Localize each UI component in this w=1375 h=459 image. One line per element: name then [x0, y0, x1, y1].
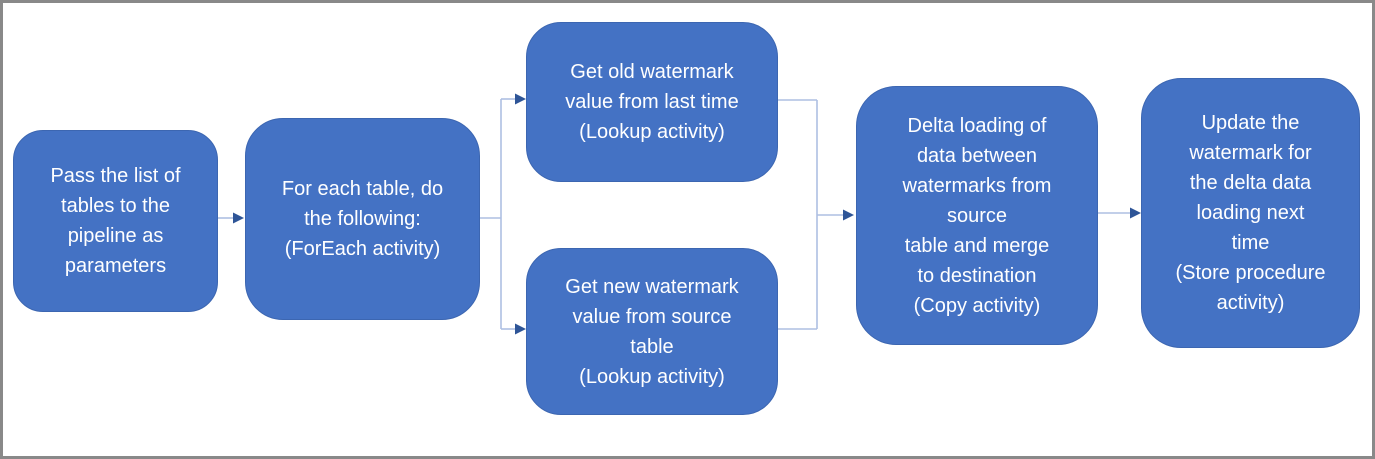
node-foreach-table-label: For each table, do the following: (ForEa… — [281, 178, 444, 260]
node-get-new-watermark: Get new watermark value from source tabl… — [526, 248, 778, 415]
node-delta-loading: Delta loading of data between watermarks… — [856, 86, 1098, 345]
node-pass-list-of-tables: Pass the list of tables to the pipeline … — [13, 130, 218, 312]
node-get-new-watermark-label: Get new watermark value from source tabl… — [565, 275, 739, 388]
arrowhead-merge-to-delta — [843, 209, 854, 221]
node-get-old-watermark-label: Get old watermark value from last time (… — [565, 61, 739, 143]
node-update-watermark-label: Update the watermark for the delta data … — [1175, 112, 1326, 314]
node-delta-loading-label: Delta loading of data between watermarks… — [902, 114, 1052, 317]
node-foreach-table: For each table, do the following: (ForEa… — [245, 118, 480, 320]
node-pass-list-of-tables-label: Pass the list of tables to the pipeline … — [50, 165, 181, 277]
arrowhead-pass-to-foreach — [233, 212, 244, 224]
arrowhead-branch-bottom — [515, 323, 526, 335]
node-get-old-watermark: Get old watermark value from last time (… — [526, 22, 778, 182]
arrowhead-branch-top — [515, 93, 526, 105]
arrowhead-delta-to-update — [1130, 207, 1141, 219]
node-update-watermark: Update the watermark for the delta data … — [1141, 78, 1360, 348]
